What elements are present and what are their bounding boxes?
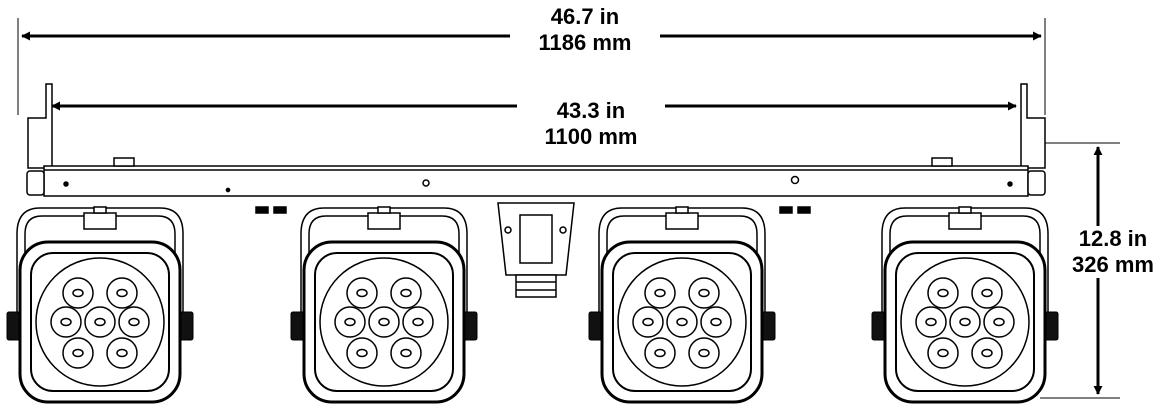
led-array: [50, 277, 150, 369]
height-label: 12.8 in 326 mm: [1058, 226, 1168, 278]
left-top-tab: [113, 157, 135, 167]
top-knob-icon: [83, 212, 117, 230]
yoke: [16, 207, 184, 327]
overall-width-label: 46.7 in 1186 mm: [510, 4, 660, 56]
overall-width-imperial: 46.7 in: [550, 4, 620, 29]
extension-lines: [17, 18, 1120, 399]
inner-width-label: 43.3 in 1100 mm: [517, 98, 665, 150]
par-fixture-3: [587, 205, 777, 404]
par-fixture-2: [289, 205, 479, 404]
left-bar-knob-icon: [26, 170, 45, 196]
height-metric: 326 mm: [1072, 252, 1154, 277]
right-bar-knob-icon: [1027, 170, 1046, 196]
right-end-bracket: [1020, 83, 1046, 169]
left-end-bracket: [27, 83, 53, 169]
height-imperial: 12.8 in: [1078, 226, 1148, 251]
inner-width-metric: 1100 mm: [544, 124, 638, 149]
par-fixture-1: [6, 206, 194, 404]
t-bar: [26, 83, 1046, 298]
main-bar: [43, 165, 1029, 197]
par-fixture-4: [870, 205, 1060, 404]
right-top-tab: [931, 157, 953, 167]
inner-width-imperial: 43.3 in: [556, 98, 626, 123]
overall-width-metric: 1186 mm: [538, 30, 632, 55]
center-mount-base: [515, 274, 557, 298]
